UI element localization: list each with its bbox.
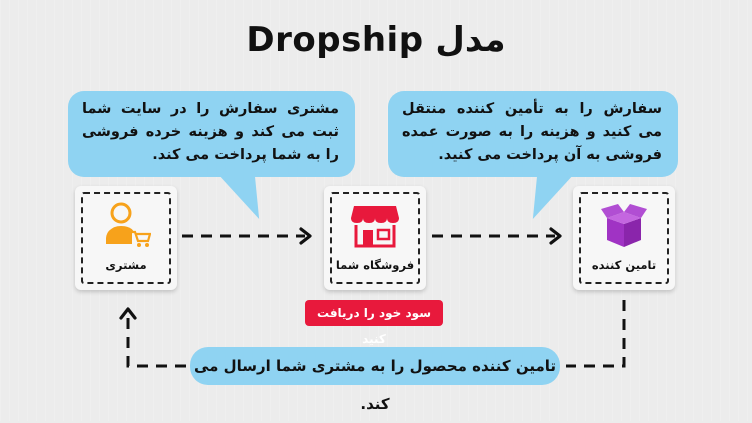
supplier-label: تامین کننده xyxy=(591,258,657,272)
page-title: مدل Dropship xyxy=(246,20,506,60)
customer-bubble-text: مشتری سفارش را در سایت شما ثبت می کند و … xyxy=(82,101,339,163)
package-box-icon xyxy=(601,204,647,247)
customer-label: مشتری xyxy=(105,258,147,272)
store-node: فروشگاه شما xyxy=(324,186,426,290)
customer-speech-bubble: مشتری سفارش را در سایت شما ثبت می کند و … xyxy=(68,91,355,219)
arrow-supplier-to-customer xyxy=(126,300,626,368)
customer-cart-icon xyxy=(106,202,151,247)
arrowhead-customer xyxy=(119,307,137,320)
storefront-icon xyxy=(351,206,399,248)
store-speech-bubble: سفارش را به تأمین کننده منتقل می کنید و … xyxy=(388,91,678,219)
profit-badge: سود خود را دریافت کنید xyxy=(305,300,443,346)
store-label: فروشگاه شما xyxy=(335,258,415,272)
customer-node: مشتری xyxy=(75,186,177,290)
arrowhead-supplier xyxy=(549,227,562,245)
supplier-node: تامین کننده xyxy=(573,186,675,290)
store-bubble-text: سفارش را به تأمین کننده منتقل می کنید و … xyxy=(402,101,662,163)
arrowhead-store xyxy=(299,227,312,245)
shipping-bubble: تامین کننده محصول را به مشتری شما ارسال … xyxy=(190,347,560,413)
